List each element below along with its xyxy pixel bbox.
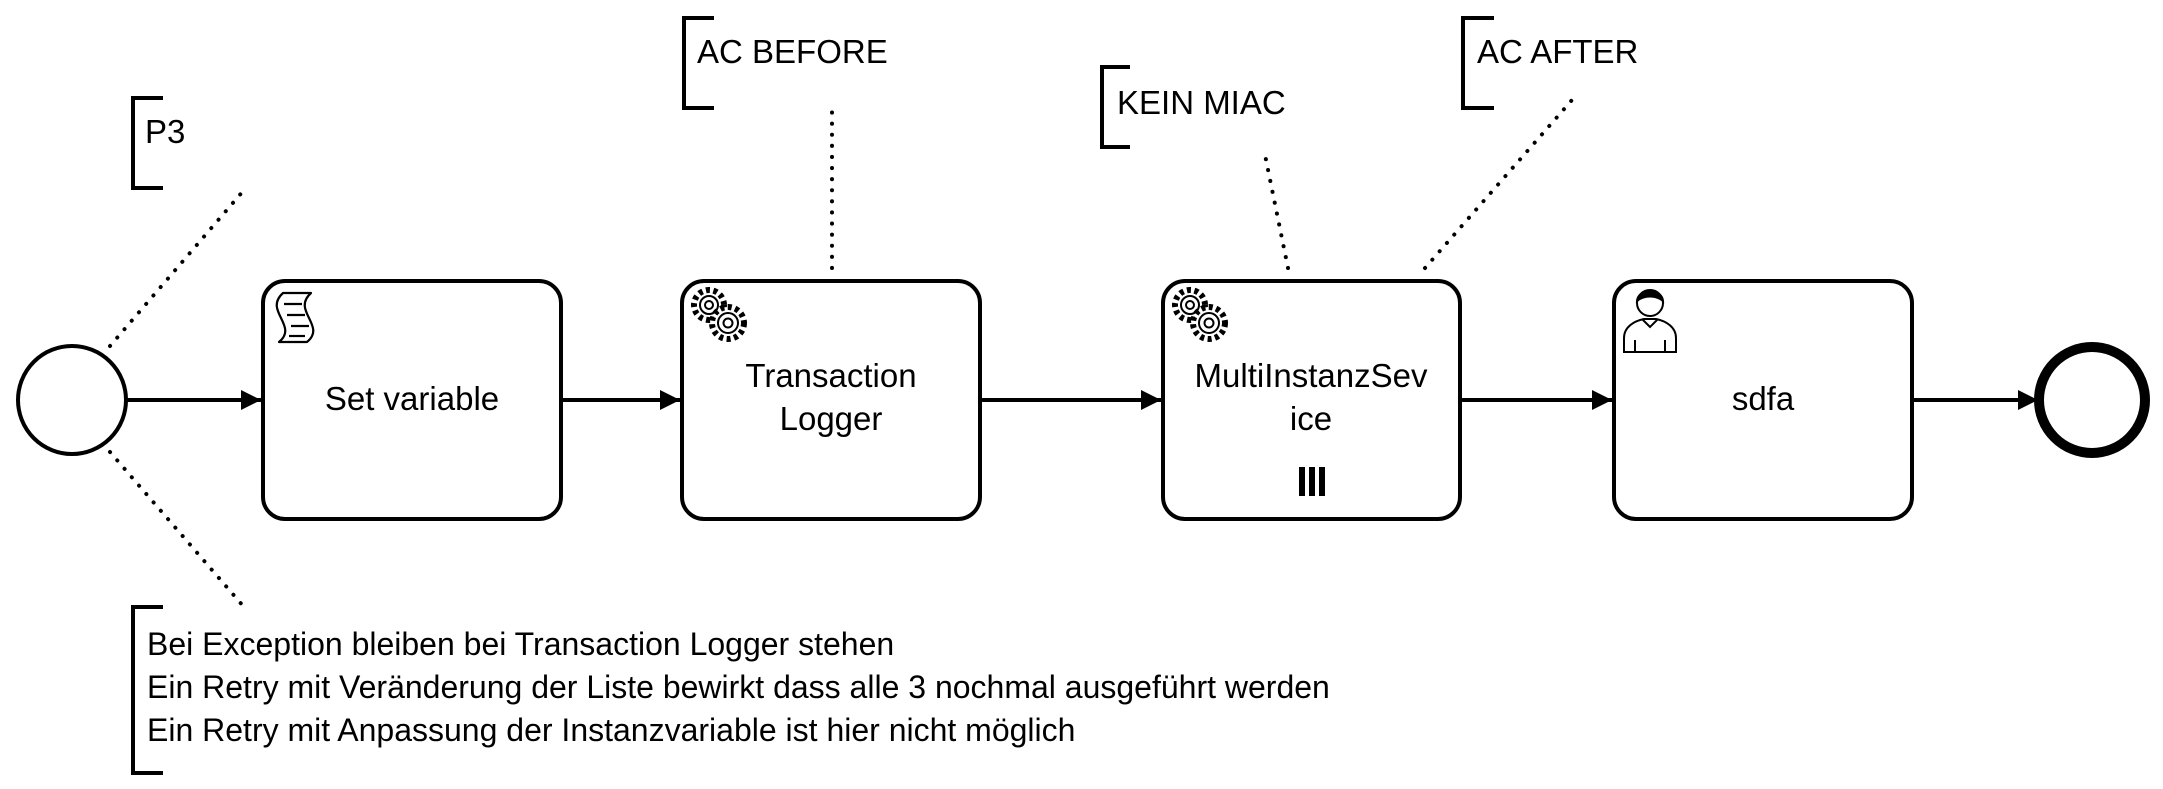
association-exception-note	[108, 450, 246, 609]
annotation-ac-before[interactable]: AC BEFORE	[682, 16, 888, 110]
script-icon	[275, 291, 315, 344]
annotation-p3[interactable]: P3	[131, 96, 185, 190]
task-label: Transaction	[745, 357, 916, 394]
annotation-kein-miac[interactable]: KEIN MIAC	[1100, 65, 1286, 149]
parallel-multi-instance-icon	[1299, 467, 1325, 496]
user-icon	[1623, 289, 1677, 353]
associations	[108, 98, 1574, 609]
end-event[interactable]	[2034, 342, 2150, 458]
start-event[interactable]	[16, 344, 128, 456]
task-multi-instance-service[interactable]: MultiInstanzSev ice	[1161, 279, 1462, 521]
annotation-line: Ein Retry mit Veränderung der Liste bewi…	[147, 669, 1330, 705]
gears-icon	[691, 287, 747, 342]
annotation-text: AC BEFORE	[697, 33, 888, 70]
task-label: MultiInstanzSev	[1195, 357, 1428, 394]
annotation-text: AC AFTER	[1477, 33, 1638, 70]
annotation-text: P3	[145, 113, 185, 150]
task-label: Logger	[780, 400, 883, 437]
association-p3	[108, 188, 246, 348]
task-label: ice	[1290, 400, 1332, 437]
annotation-line: Ein Retry mit Anpassung der Instanzvaria…	[147, 712, 1075, 748]
task-set-variable[interactable]: Set variable	[261, 279, 563, 521]
task-transaction-logger[interactable]: Transaction Logger	[680, 279, 982, 521]
annotation-exception-note[interactable]: Bei Exception bleiben bei Transaction Lo…	[131, 605, 1330, 775]
task-sdfa[interactable]: sdfa	[1612, 279, 1914, 521]
annotation-ac-after[interactable]: AC AFTER	[1461, 16, 1638, 110]
gears-icon	[1172, 287, 1228, 342]
association-ac-after	[1423, 98, 1574, 270]
annotation-text: KEIN MIAC	[1117, 84, 1286, 121]
task-label: sdfa	[1732, 380, 1795, 417]
task-label: Set variable	[325, 380, 499, 417]
annotation-line: Bei Exception bleiben bei Transaction Lo…	[147, 626, 894, 662]
association-kein-miac	[1262, 148, 1290, 270]
